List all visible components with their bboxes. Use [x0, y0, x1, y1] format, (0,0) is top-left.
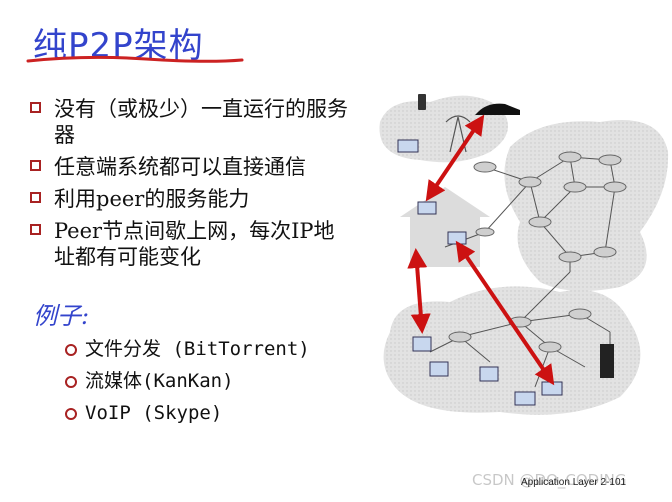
square-bullet-icon	[30, 102, 41, 113]
p2p-link-arrow	[455, 240, 555, 386]
laptop-icon	[541, 381, 563, 396]
p2p-network-diagram	[379, 94, 669, 415]
router-icon	[558, 251, 582, 263]
square-bullet-icon	[30, 224, 41, 235]
square-bullet-icon	[30, 192, 41, 203]
example-item: 流媒体(KanKan)	[63, 365, 310, 397]
desktop-icon	[479, 366, 499, 382]
router-icon	[603, 181, 627, 193]
server-icon	[600, 344, 614, 378]
router-icon	[593, 246, 617, 258]
circle-bullet-icon	[65, 344, 77, 356]
circle-bullet-icon	[65, 376, 77, 388]
router-icon	[448, 331, 472, 343]
bullet-item: 没有（或极少）一直运行的服务器	[30, 96, 350, 148]
laptop-icon	[447, 231, 467, 245]
car-icon	[475, 103, 520, 115]
router-icon	[598, 154, 622, 166]
square-bullet-icon	[30, 160, 41, 171]
bullet-list: 没有（或极少）一直运行的服务器 任意端系统都可以直接通信 利用peer的服务能力…	[30, 96, 350, 276]
laptop-icon	[514, 391, 536, 406]
slide-footer: Application Layer 2-101	[521, 477, 627, 488]
router-icon	[563, 181, 587, 193]
example-item: 文件分发 (BitTorrent)	[63, 333, 310, 365]
watermark: CSDN @DO_CODING	[472, 471, 627, 489]
p2p-link-arrow	[425, 114, 485, 202]
isp-network-cloud	[504, 120, 669, 291]
router-icon	[568, 308, 592, 320]
bullet-item: 任意端系统都可以直接通信	[30, 154, 350, 180]
p2p-link-arrow	[407, 248, 431, 334]
laptop-icon	[397, 139, 419, 153]
circle-bullet-icon	[65, 408, 77, 420]
router-icon	[518, 176, 542, 188]
mobile-phone-icon	[418, 94, 426, 110]
router-icon	[475, 227, 495, 237]
router-icon	[528, 216, 552, 228]
router-icon	[538, 341, 562, 353]
desktop-icon	[412, 336, 432, 352]
example-heading: 例子:	[33, 302, 90, 330]
bullet-item: Peer节点间歇上网，每次IP地址都有可能变化	[30, 218, 350, 270]
router-icon	[558, 151, 582, 163]
laptop-icon	[417, 201, 437, 215]
home-network	[400, 187, 490, 267]
example-list: 文件分发 (BitTorrent) 流媒体(KanKan) VoIP (Skyp…	[63, 333, 310, 429]
title-underline	[26, 55, 244, 63]
desktop-icon	[429, 361, 449, 377]
example-item: VoIP (Skype)	[63, 397, 310, 429]
bullet-item: 利用peer的服务能力	[30, 186, 350, 212]
router-icon	[473, 161, 497, 173]
